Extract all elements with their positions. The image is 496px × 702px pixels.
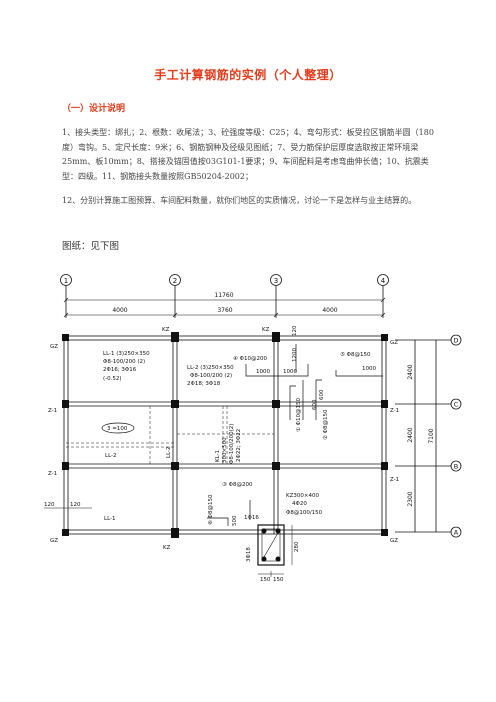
drawing-caption: 图纸：见下图	[62, 241, 120, 252]
dim-120-b: 120	[44, 502, 55, 508]
axis-4-label: 4	[381, 277, 386, 285]
axis-A-label: A	[454, 529, 459, 537]
kz-label-top-2: KZ	[262, 327, 270, 333]
rebar-lines-middle	[289, 379, 322, 420]
design-notes-paragraph: 1、接头类型：绑扎；2、根数：收尾法；3、砼强度等级：C25；4、弯勾形式：板受…	[62, 128, 434, 181]
kl1-line-3: Φ8-100/200(2)	[229, 424, 235, 464]
ll1-line-4: (-0.52)	[103, 376, 122, 382]
page-title: 手工计算钢筋的实例（个人整理）	[154, 68, 342, 82]
right-dim-3: 2300	[407, 491, 414, 506]
ll2-label-vertical: LL-2	[166, 446, 172, 458]
ll1-line-1: LL-1 (3)250×350	[103, 351, 150, 357]
top-dimension-lines	[63, 297, 386, 318]
beam-frame	[63, 335, 387, 535]
dim-1200: 1200	[292, 348, 298, 362]
dim-120-top: 120	[292, 325, 298, 336]
axis-B-label: B	[454, 463, 458, 471]
section-3phi18: 3Φ18	[246, 547, 252, 562]
ll2-line-2: Φ8-100/200 (2)	[190, 373, 232, 379]
z1-label-right-2: Z-1	[390, 477, 399, 483]
question-paragraph: 12、分别计算施工图预算、车间配料数量，就你们地区的实质情况，讨论一下是怎样与业…	[62, 196, 417, 205]
axis-D-label: D	[453, 337, 458, 345]
section-dim-280: 280	[294, 541, 300, 552]
rebar-lines-top	[245, 344, 383, 377]
axis-3-label: 3	[274, 277, 278, 285]
kz-note-1: KZ300×400	[286, 493, 319, 499]
oval-label: 3 =100	[107, 426, 128, 432]
oval-marker	[101, 422, 135, 434]
axis-markers-top	[60, 274, 389, 318]
columns	[62, 332, 388, 538]
len-1000-b: 1000	[283, 369, 297, 375]
kl1-line-1: KL-1	[215, 450, 221, 462]
span-2-dim: 3760	[217, 307, 232, 314]
ll2-line-1: LL-2 (3)250×350	[187, 365, 234, 371]
slab-rebar-1: ① Φ10@150	[296, 397, 302, 432]
dim-600-a: 600	[312, 399, 318, 410]
ll2-label-left: LL-2	[105, 453, 117, 459]
kl1-line-2: 300×500	[222, 437, 228, 463]
column-section-detail	[257, 524, 293, 577]
slab-rebar-4: ④ Φ10@200	[233, 356, 268, 362]
slab-rebar-3: ③ Φ8@200	[222, 482, 253, 488]
axis-2-label: 2	[173, 277, 177, 285]
right-dim-1: 2400	[407, 364, 414, 379]
kl1-line-4: 2Φ22; 3Φ22	[236, 429, 242, 462]
overall-width-dim: 11760	[214, 292, 233, 299]
kz-note-2: 4Φ20	[292, 501, 307, 507]
ll1-label-bottom: LL-1	[104, 516, 116, 522]
z1-label-left-1: Z-1	[48, 408, 57, 414]
kz-note-3: Φ8@100/150	[286, 510, 323, 516]
gz-label-top-left: GZ	[50, 344, 58, 350]
gz-label-bottom-right: GZ	[390, 538, 398, 544]
ll1-line-3: 2Φ16; 3Φ16	[103, 367, 137, 373]
section-heading: （一）设计说明	[62, 104, 126, 114]
gz-label-top-right: GZ	[390, 340, 398, 346]
z1-label-left-2: Z-1	[48, 471, 57, 477]
gz-label-bottom-left: GZ	[50, 538, 58, 544]
dim-120-c: 120	[70, 502, 81, 508]
ll2-line-3: 2Φ18; 3Φ18	[187, 381, 221, 387]
kz-label-bottom: KZ	[163, 545, 171, 551]
slab-rebar-6: ⑥ Φ8@150	[208, 494, 214, 525]
z1-label-right-1: Z-1	[390, 408, 399, 414]
overall-height-dim: 7100	[428, 428, 435, 443]
slab-rebar-2: ② Φ8@150	[322, 409, 329, 440]
len-1000-c: 1000	[362, 366, 376, 372]
len-1000-a: 1000	[256, 369, 270, 375]
axis-1-label: 1	[64, 277, 68, 285]
slab-rebar-5: ⑤ Φ8@150	[340, 352, 371, 358]
kz-label-top-1: KZ	[162, 327, 170, 333]
bar-1phi16: 1Φ16	[244, 515, 259, 521]
axis-markers-right	[395, 334, 462, 538]
dashed-beams	[66, 406, 274, 464]
rebar-lines-lower	[207, 500, 251, 526]
dim-500: 500	[232, 515, 238, 526]
dim-600-b: 600	[319, 389, 325, 400]
ll1-line-2: Φ8-100/200 (2)	[103, 359, 145, 365]
span-3-dim: 4000	[322, 307, 337, 314]
section-dim-150-a: 150	[260, 577, 271, 583]
span-1-dim: 4000	[112, 307, 127, 314]
right-dim-2: 2400	[407, 427, 414, 442]
section-dim-150-b: 150	[273, 577, 284, 583]
axis-C-label: C	[454, 401, 459, 409]
